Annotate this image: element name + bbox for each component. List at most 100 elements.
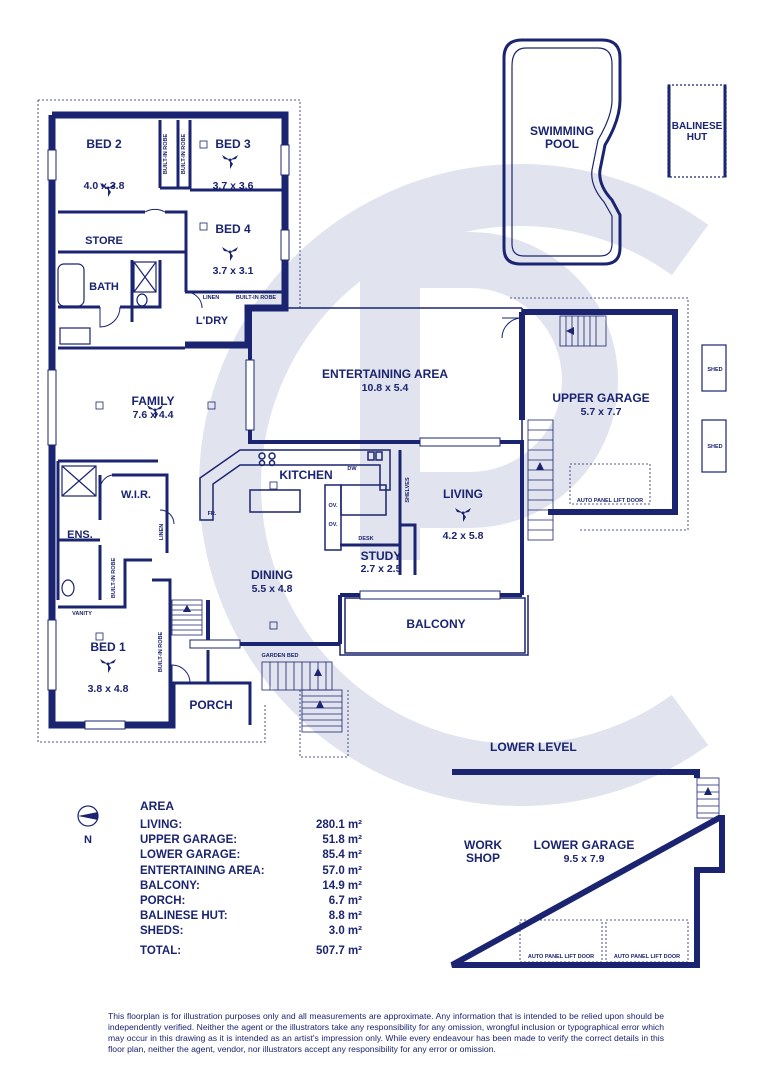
bed2-size: 4.0 x 3.8 bbox=[84, 180, 125, 192]
shelves-label: SHELVES bbox=[405, 477, 411, 503]
study-size: 2.7 x 2.5 bbox=[361, 563, 402, 575]
area-row: BALINESE HUT: 8.8 m² bbox=[140, 909, 362, 924]
study-name: STUDY bbox=[361, 549, 402, 563]
hut-line1: BALINESE bbox=[672, 121, 723, 132]
kitchen-benches bbox=[199, 449, 391, 551]
ov-label-2: OV. bbox=[329, 522, 338, 528]
lower-garage-size: 9.5 x 7.9 bbox=[564, 853, 605, 865]
family-size: 7.6 x 4.4 bbox=[133, 409, 174, 421]
hut-line2: HUT bbox=[687, 132, 708, 143]
upper-garage-name: UPPER GARAGE bbox=[552, 391, 649, 405]
living-name: LIVING bbox=[443, 487, 483, 501]
shed-label-1: SHED bbox=[707, 367, 722, 373]
laundry-name: L'DRY bbox=[196, 315, 229, 327]
area-row-value: 57.0 m² bbox=[322, 864, 362, 877]
bed3-name: BED 3 bbox=[215, 137, 251, 151]
pool-line2: POOL bbox=[545, 137, 579, 151]
bed1-size: 3.8 x 4.8 bbox=[88, 683, 129, 695]
robe-bed1: BUILT-IN ROBE bbox=[158, 632, 164, 673]
workshop-line2: SHOP bbox=[466, 851, 500, 865]
area-row: ENTERTAINING AREA: 57.0 m² bbox=[140, 864, 362, 879]
pool-line1: SWIMMING bbox=[530, 124, 594, 138]
area-row-label: LOWER GARAGE: bbox=[140, 849, 241, 862]
area-row: BALCONY: 14.9 m² bbox=[140, 879, 362, 894]
area-row-label: ENTERTAINING AREA: bbox=[140, 864, 265, 877]
balcony-name: BALCONY bbox=[406, 617, 465, 631]
interior-walls bbox=[56, 120, 417, 720]
area-row: PORCH: 6.7 m² bbox=[140, 894, 362, 909]
fixture-labels: BUILT-IN ROBE BUILT-IN ROBE BUILT-IN ROB… bbox=[72, 134, 723, 960]
dining-size: 5.5 x 4.8 bbox=[252, 583, 293, 595]
robe-bed3: BUILT-IN ROBE bbox=[181, 134, 187, 175]
area-row-label: LIVING: bbox=[140, 819, 183, 831]
lower-garage-door-label-2: AUTO PANEL LIFT DOOR bbox=[614, 954, 680, 960]
area-total-label: TOTAL: bbox=[140, 944, 182, 957]
lower-garage-door-label-1: AUTO PANEL LIFT DOOR bbox=[528, 954, 594, 960]
robe-bed2: BUILT-IN ROBE bbox=[163, 134, 169, 175]
family-name: FAMILY bbox=[132, 394, 175, 408]
stair-arrows bbox=[183, 327, 712, 795]
entertaining-size: 10.8 x 5.4 bbox=[362, 382, 409, 394]
area-row-label: SHEDS: bbox=[140, 925, 184, 938]
area-row-value: 85.4 m² bbox=[322, 849, 362, 862]
robe-bed4: BUILT-IN ROBE bbox=[236, 295, 277, 301]
watermark-logo bbox=[199, 164, 709, 806]
bed3-size: 3.7 x 3.6 bbox=[213, 180, 254, 192]
desk-label: DESK bbox=[358, 536, 373, 542]
area-row-value: 3.0 m² bbox=[328, 925, 362, 938]
area-row-label: BALINESE HUT: bbox=[140, 910, 228, 923]
bathroom-fixtures bbox=[57, 261, 157, 597]
shed-label-2: SHED bbox=[707, 444, 722, 450]
lower-garage-name: LOWER GARAGE bbox=[534, 838, 635, 852]
upper-garage-walls bbox=[519, 309, 678, 515]
area-row-value: 51.8 m² bbox=[322, 834, 362, 847]
area-row: SHEDS: 3.0 m² bbox=[140, 924, 362, 939]
lower-level-title: LOWER LEVEL bbox=[490, 740, 577, 754]
area-row-label: PORCH: bbox=[140, 894, 186, 907]
ensuite-name: ENS. bbox=[67, 529, 93, 541]
ceiling-fans bbox=[100, 155, 471, 673]
workshop-line1: WORK bbox=[464, 838, 502, 852]
room-labels: BED 2 4.0 x 3.8 BED 3 3.7 x 3.6 BED 4 3.… bbox=[67, 121, 722, 865]
upper-garage-door-label: AUTO PANEL LIFT DOOR bbox=[577, 498, 643, 504]
light-fixtures bbox=[95, 140, 278, 641]
area-row-value: 14.9 m² bbox=[322, 879, 362, 892]
windows bbox=[47, 144, 501, 730]
dw-label: DW bbox=[347, 466, 357, 472]
area-title: AREA bbox=[140, 799, 175, 813]
linen-bed4: LINEN bbox=[203, 295, 220, 301]
linen-hall: LINEN bbox=[159, 524, 165, 541]
area-row-label: BALCONY: bbox=[140, 879, 200, 892]
area-row-value: 6.7 m² bbox=[328, 894, 362, 907]
robe-ensuite: BUILT-IN ROBE bbox=[111, 558, 117, 599]
lower-garage-walls bbox=[450, 769, 725, 968]
living-size: 4.2 x 5.8 bbox=[443, 530, 484, 542]
store-name: STORE bbox=[85, 235, 123, 247]
kitchen-name: KITCHEN bbox=[279, 468, 332, 482]
garden-bed-label: GARDEN BED bbox=[262, 653, 299, 659]
wir-name: W.I.R. bbox=[121, 489, 151, 501]
bed4-name: BED 4 bbox=[215, 222, 251, 236]
area-row-value: 280.1 m² bbox=[315, 819, 362, 831]
area-row-value: 8.8 m² bbox=[328, 910, 362, 923]
area-total-row: TOTAL: 507.7 m² bbox=[140, 944, 362, 959]
disclaimer: This floorplan is for illustration purpo… bbox=[108, 1011, 664, 1054]
porch-name: PORCH bbox=[189, 698, 232, 712]
upper-garage-size: 5.7 x 7.7 bbox=[581, 406, 622, 418]
vanity-label: VANITY bbox=[72, 611, 92, 617]
dining-name: DINING bbox=[251, 568, 293, 582]
site-boundary bbox=[37, 99, 689, 758]
fr-label: FR. bbox=[208, 511, 217, 517]
bed1-name: BED 1 bbox=[90, 640, 126, 654]
bath-name: BATH bbox=[89, 281, 119, 293]
entertaining-name: ENTERTAINING AREA bbox=[322, 367, 448, 381]
sheds bbox=[701, 344, 727, 473]
compass-icon bbox=[77, 805, 99, 827]
compass-label: N bbox=[84, 834, 92, 846]
bed2-name: BED 2 bbox=[86, 137, 122, 151]
balinese-hut bbox=[667, 84, 727, 178]
area-row: LIVING: 280.1 m² bbox=[140, 818, 362, 833]
